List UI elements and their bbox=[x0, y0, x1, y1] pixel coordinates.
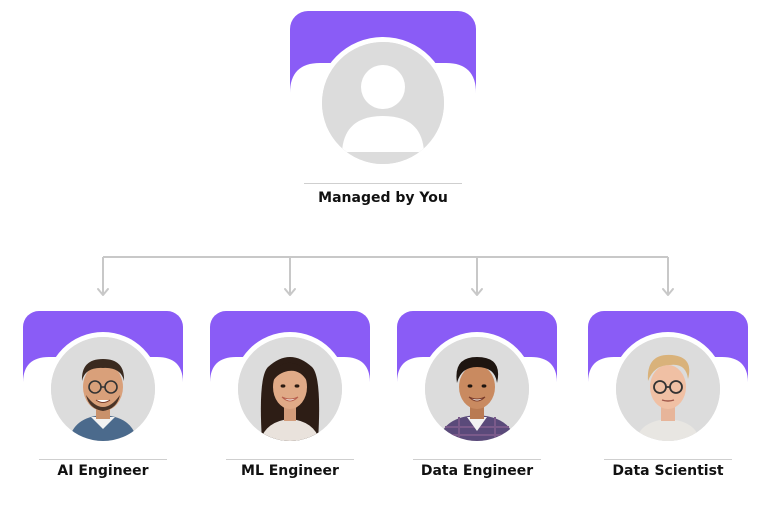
report-label-divider bbox=[39, 459, 167, 460]
report-label-divider bbox=[604, 459, 732, 460]
report-label-divider bbox=[413, 459, 541, 460]
report-avatar-ring bbox=[233, 332, 347, 446]
report-avatar-ring bbox=[420, 332, 534, 446]
report-card-data-scientist[interactable] bbox=[588, 311, 748, 461]
ml-engineer-avatar bbox=[238, 337, 342, 441]
report-label-divider bbox=[226, 459, 354, 460]
manager-label: Managed by You bbox=[318, 190, 448, 206]
data-scientist-avatar bbox=[616, 337, 720, 441]
arrowhead-ml bbox=[284, 288, 296, 296]
arrowhead-ds bbox=[662, 288, 674, 296]
report-label-ml-engineer: ML Engineer bbox=[241, 463, 339, 479]
report-card-ml-engineer[interactable] bbox=[210, 311, 370, 461]
arrowhead-de bbox=[471, 288, 483, 296]
manager-label-divider bbox=[304, 183, 462, 184]
ai-engineer-avatar bbox=[51, 337, 155, 441]
report-avatar-ring bbox=[611, 332, 725, 446]
report-label-ai-engineer: AI Engineer bbox=[57, 463, 149, 479]
manager-card[interactable] bbox=[290, 11, 476, 185]
report-label-data-scientist: Data Scientist bbox=[612, 463, 724, 479]
arrowhead-ai bbox=[97, 288, 109, 296]
report-card-ai-engineer[interactable] bbox=[23, 311, 183, 461]
report-label-data-engineer: Data Engineer bbox=[420, 463, 534, 479]
data-engineer-avatar bbox=[425, 337, 529, 441]
manager-avatar-ring bbox=[317, 37, 449, 169]
report-avatar-ring bbox=[46, 332, 160, 446]
person-placeholder-icon bbox=[322, 42, 444, 164]
report-card-data-engineer[interactable] bbox=[397, 311, 557, 461]
